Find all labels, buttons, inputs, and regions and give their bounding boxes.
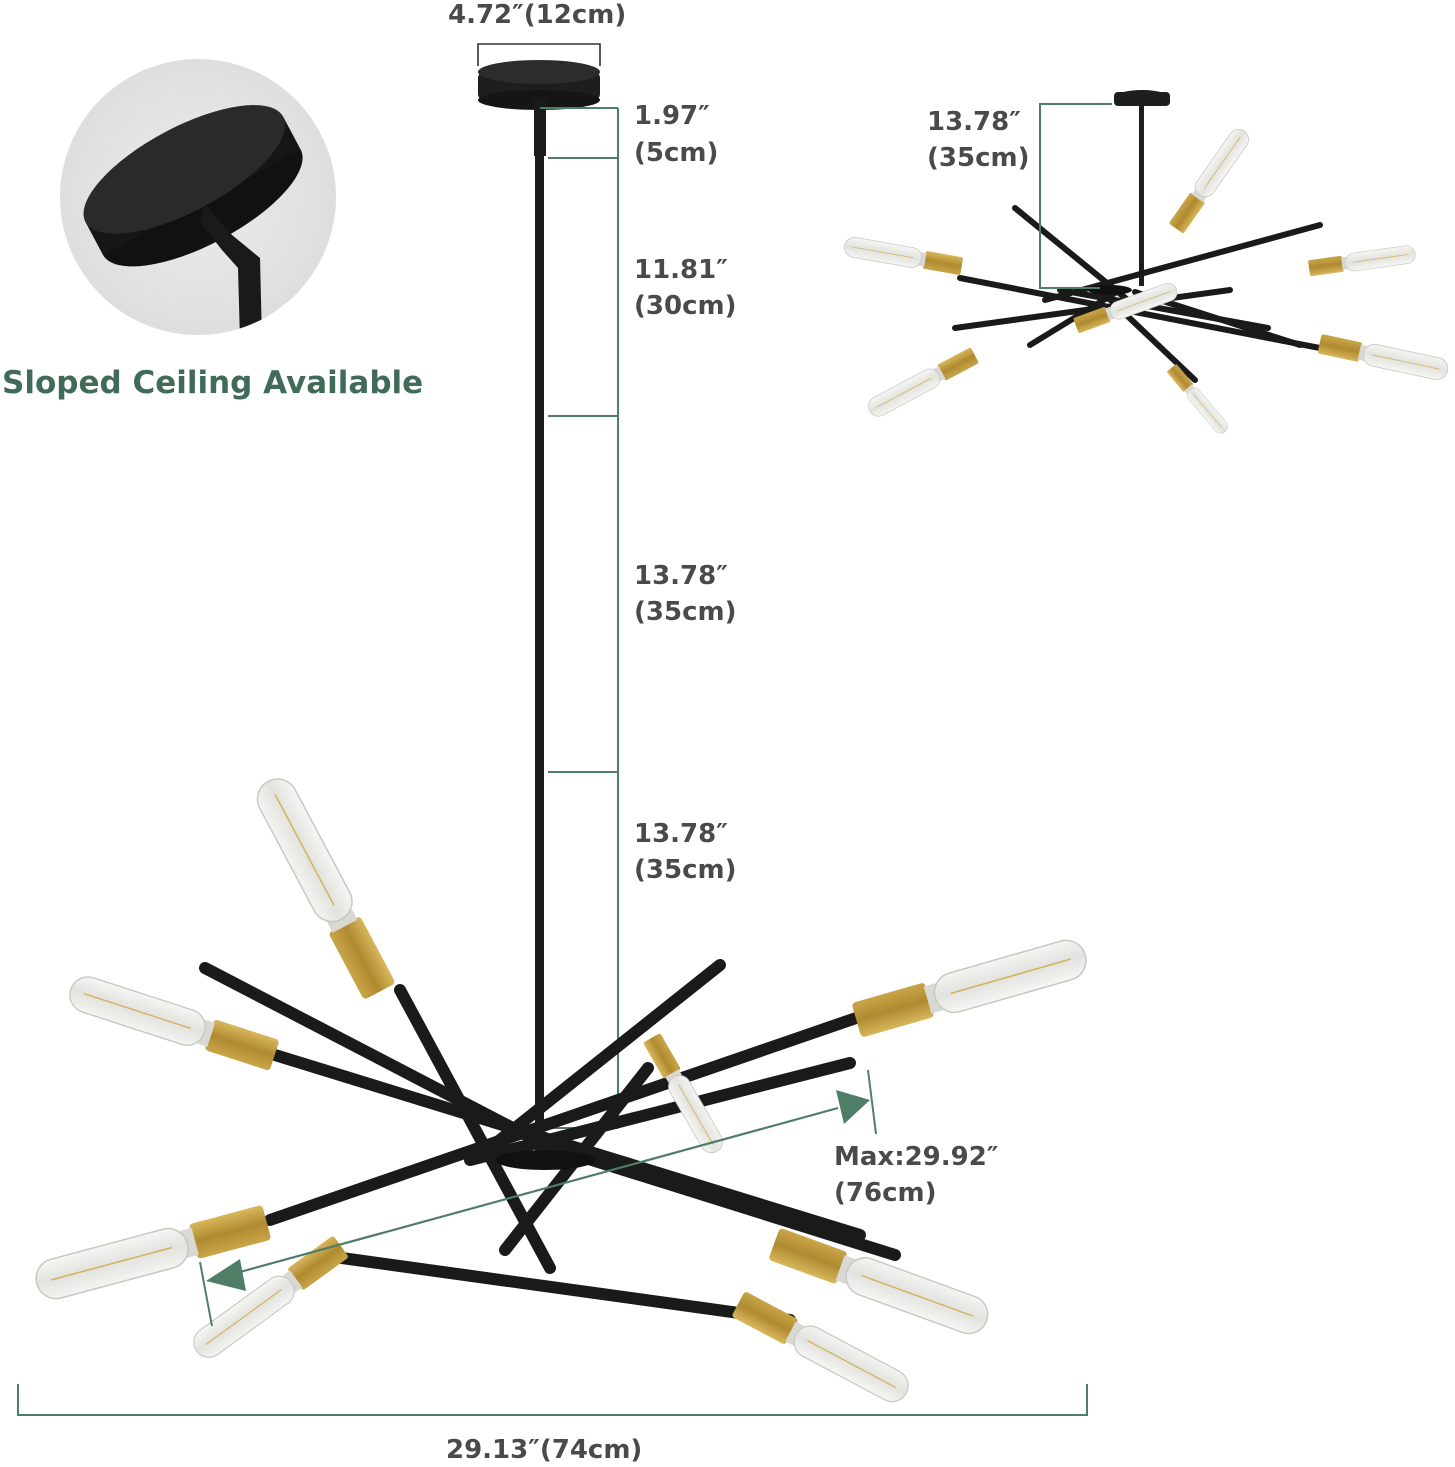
bulb-filament [678, 1084, 714, 1145]
bulb-icon [1167, 364, 1228, 434]
rod-1-length-cm: (30cm) [634, 291, 736, 321]
bulb-base [665, 1069, 682, 1083]
rod-2-length-cm: (35cm) [634, 597, 736, 627]
bulb-icon [1317, 334, 1449, 380]
sloped-ceiling-detail-icon [60, 59, 336, 335]
bulb-filament [1193, 393, 1222, 428]
brass-socket [1317, 334, 1363, 362]
brass-socket [1169, 193, 1205, 233]
bulb-base [785, 1321, 805, 1346]
bulb-filament [83, 992, 191, 1029]
max-span-arrow [199, 1069, 877, 1327]
total-width-bracket [17, 1384, 1088, 1416]
canopy-width-label: 4.72″(12cm) [448, 0, 626, 30]
chandelier-arm [264, 1010, 868, 1226]
brass-socket [643, 1033, 681, 1079]
bulb-filament [876, 377, 932, 408]
chandelier-arm [314, 1249, 796, 1326]
bulb-filament [1203, 137, 1241, 189]
brass-socket [937, 347, 979, 381]
brass-socket [1073, 307, 1111, 333]
bulb-icon [1308, 245, 1416, 277]
bulb-icon [35, 1205, 271, 1300]
brass-socket [852, 983, 934, 1037]
alt-height-in: 13.78″ [927, 107, 1021, 137]
bulb-filament [51, 1246, 173, 1281]
chandelier-rod [535, 156, 544, 1161]
rod-3-length-in: 13.78″ [634, 819, 728, 849]
chandelier-arm [269, 1049, 866, 1241]
rod-1-length-in: 11.81″ [634, 255, 728, 285]
bulb-base [933, 366, 946, 382]
max-span-in: Max:29.92″ [834, 1142, 998, 1172]
brass-socket [288, 1236, 348, 1290]
bulb-icon [843, 236, 963, 275]
bulb-base [197, 1019, 216, 1047]
alt-height-cm: (35cm) [927, 143, 1029, 173]
chandelier-arm [554, 1144, 901, 1261]
alt-chandelier-arm [957, 275, 1333, 353]
bulb-filament [950, 958, 1072, 995]
canopy-height-cm: (5cm) [634, 138, 718, 168]
bulb-icon [193, 1236, 348, 1358]
bulb-icon [852, 939, 1087, 1037]
bulb-base [327, 909, 358, 933]
alt-chandelier-arm [1057, 287, 1271, 331]
vertical-dimension-bracket [540, 107, 619, 1129]
alt-chandelier-icon [843, 90, 1449, 434]
alt-height-bracket [1039, 103, 1112, 289]
canopy-height-in: 1.97″ [634, 101, 710, 131]
bulb-filament [1117, 291, 1171, 312]
bulb-filament [807, 1340, 896, 1389]
rod-3-length-cm: (35cm) [634, 855, 736, 885]
brass-socket [189, 1205, 271, 1259]
bulb-icon [1169, 128, 1249, 233]
bulb-filament [851, 246, 914, 259]
brass-socket [205, 1019, 279, 1071]
bulb-icon [868, 347, 979, 417]
chandelier-arm [464, 1057, 856, 1166]
sloped-ceiling-callout: Sloped Ceiling Available [2, 365, 423, 401]
bulb-icon [732, 1292, 909, 1403]
max-span-cm: (76cm) [834, 1178, 936, 1208]
bulb-filament [205, 1288, 282, 1346]
brass-socket [769, 1228, 847, 1284]
bulb-base [1184, 384, 1195, 395]
bulb-base [923, 983, 943, 1014]
canopy-width-bracket [477, 43, 601, 66]
ceiling-canopy-icon [478, 60, 600, 156]
bulb-filament [274, 794, 335, 906]
arrow-left-icon [206, 1259, 246, 1291]
chandelier-icon [35, 778, 1087, 1403]
bulb-filament [1352, 254, 1409, 263]
chandelier-arm [494, 959, 726, 1146]
brass-socket [1167, 364, 1193, 392]
bulb-icon [256, 778, 395, 999]
bulb-icon [769, 1228, 989, 1335]
bulb-base [835, 1255, 856, 1285]
bulb-base [1105, 306, 1115, 321]
bulb-base [1191, 189, 1207, 203]
arrow-right-icon [836, 1090, 870, 1124]
bulb-base [282, 1270, 303, 1293]
brass-socket [732, 1292, 798, 1344]
rod-2-length-in: 13.78″ [634, 561, 728, 591]
brass-socket [1308, 255, 1344, 277]
bulb-base [180, 1227, 199, 1258]
bulb-icon [69, 976, 279, 1071]
brass-socket [923, 251, 963, 275]
brass-socket [329, 917, 395, 999]
bulb-icon [1073, 282, 1178, 333]
bulb-icon [643, 1033, 723, 1154]
bulb-filament [1372, 354, 1440, 370]
bulb-filament [861, 1274, 974, 1317]
total-width-label: 29.13″(74cm) [446, 1435, 642, 1465]
